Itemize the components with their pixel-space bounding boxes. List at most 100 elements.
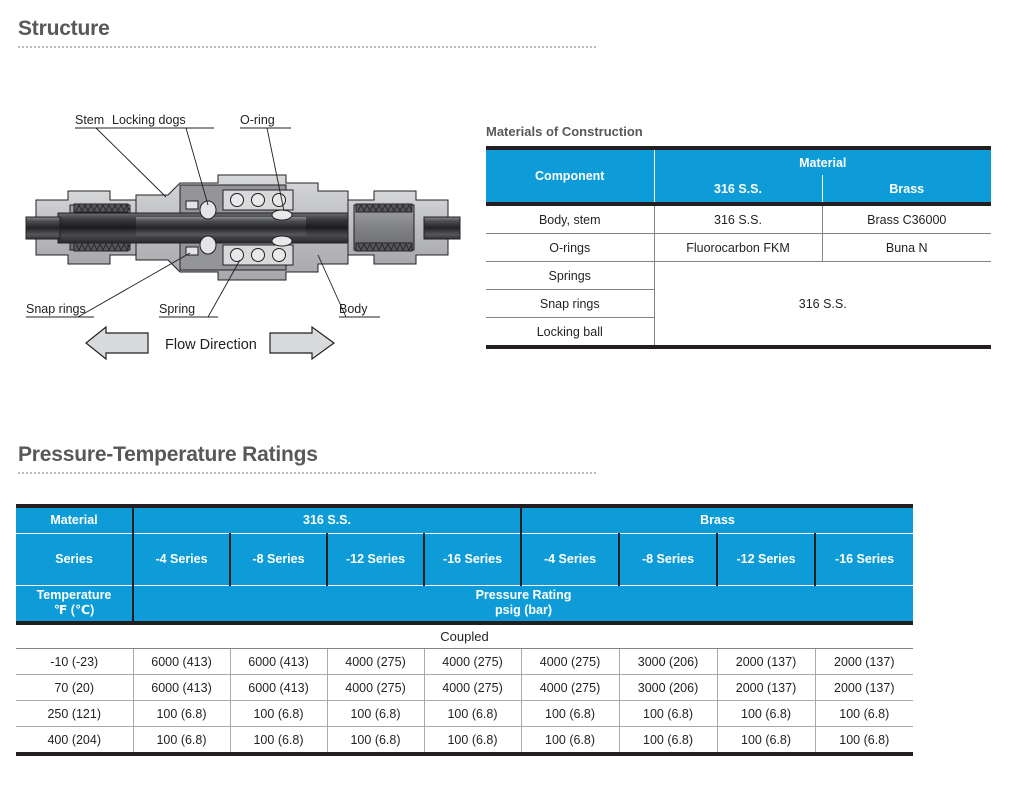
table-row: 400 (204) 100 (6.8) 100 (6.8) 100 (6.8) …: [16, 726, 914, 756]
pt-cell-value: 100 (6.8): [618, 726, 718, 756]
pt-header-series-7: -12 Series: [716, 532, 816, 585]
pt-header-series-3: -12 Series: [326, 532, 424, 585]
pressure-temperature-block: Material 316 S.S. Brass Series -4 Series…: [16, 504, 914, 756]
materials-cell-component: O-rings: [486, 233, 655, 262]
pt-header-temperature-label: Temperature ℉ (℃): [16, 584, 133, 623]
materials-header-component: Component: [486, 146, 654, 204]
pt-cell-value: 6000 (413): [132, 674, 230, 701]
pt-cell-value: 2000 (137): [814, 648, 914, 675]
pt-cell-value: 4000 (275): [423, 648, 522, 675]
pt-header-group-316ss: 316 S.S.: [131, 504, 522, 533]
pt-cell-temperature: 70 (20): [16, 674, 133, 701]
materials-cell-component: Body, stem: [486, 202, 655, 234]
pt-cell-value: 4000 (275): [326, 674, 424, 701]
materials-cell-ss: Fluorocarbon FKM: [654, 233, 822, 262]
structure-section-header: Structure: [18, 16, 596, 48]
ratings-section-header: Pressure-Temperature Ratings: [18, 442, 596, 474]
pt-rating-line1: Pressure Rating: [475, 588, 572, 603]
pt-cell-value: 3000 (206): [618, 674, 718, 701]
materials-header-brass: Brass: [821, 175, 991, 204]
materials-table-title: Materials of Construction: [486, 124, 643, 139]
materials-table: Component Material 316 S.S. Brass Body, …: [486, 146, 991, 349]
callout-stem: Stem: [75, 113, 104, 127]
pt-header-pressure-rating: Pressure Rating psig (bar): [131, 584, 914, 623]
table-row: O-rings Fluorocarbon FKM Buna N: [486, 233, 991, 262]
flow-arrow-right: [269, 325, 336, 361]
pt-cell-value: 100 (6.8): [520, 726, 620, 756]
pt-cell-value: 6000 (413): [229, 648, 327, 675]
coupling-diagram: Stem Locking dogs O-ring Snap rings Spri…: [18, 105, 468, 370]
table-row: Body, stem 316 S.S. Brass C36000: [486, 202, 991, 234]
heading-dotted-rule: [18, 44, 596, 48]
pt-rating-line2: psig (bar): [495, 603, 552, 618]
pt-cell-temperature: -10 (-23): [16, 648, 133, 675]
callout-snap-rings: Snap rings: [26, 302, 86, 316]
pt-cell-value: 100 (6.8): [716, 726, 816, 756]
pt-header-series-row: Series -4 Series -8 Series -12 Series -1…: [16, 532, 914, 585]
pt-cell-value: 100 (6.8): [229, 700, 327, 727]
pt-cell-value: 100 (6.8): [132, 700, 230, 727]
materials-header-material: Material: [653, 146, 991, 175]
pt-cell-value: 100 (6.8): [814, 700, 914, 727]
pt-cell-value: 100 (6.8): [423, 726, 522, 756]
pt-cell-value: 6000 (413): [132, 648, 230, 675]
pt-cell-value: 100 (6.8): [326, 726, 424, 756]
pt-header-material-row: Material 316 S.S. Brass: [16, 504, 914, 533]
heading-dotted-rule-2: [18, 470, 596, 474]
pt-cell-temperature: 400 (204): [16, 726, 133, 756]
pt-cell-value: 100 (6.8): [716, 700, 816, 727]
pt-header-series-4: -16 Series: [422, 532, 522, 585]
pt-cell-value: 100 (6.8): [423, 700, 522, 727]
pt-header-material-label: Material: [16, 504, 133, 533]
pt-header-series-label: Series: [16, 532, 133, 585]
pressure-temperature-table: Material 316 S.S. Brass Series -4 Series…: [16, 504, 914, 756]
pt-header-series-2: -8 Series: [229, 532, 327, 585]
table-row: Springs 316 S.S.: [486, 261, 991, 349]
pt-cell-value: 100 (6.8): [326, 700, 424, 727]
table-row: 70 (20) 6000 (413) 6000 (413) 4000 (275)…: [16, 674, 914, 701]
pt-cell-value: 4000 (275): [520, 648, 620, 675]
pt-cell-value: 4000 (275): [423, 674, 522, 701]
pt-coupled-row: Coupled: [16, 621, 914, 649]
materials-cell-merged-316ss: 316 S.S.: [654, 261, 991, 349]
materials-cell-brass: Brass C36000: [821, 202, 991, 234]
pt-cell-value: 2000 (137): [716, 648, 816, 675]
materials-cell-component: Snap rings: [486, 289, 655, 318]
materials-cell-brass: Buna N: [821, 233, 991, 262]
pt-cell-value: 4000 (275): [520, 674, 620, 701]
materials-of-construction-block: Materials of Construction Component Mate…: [486, 124, 991, 349]
table-row: 250 (121) 100 (6.8) 100 (6.8) 100 (6.8) …: [16, 700, 914, 727]
pt-header-rating-row: Temperature ℉ (℃) Pressure Rating psig (…: [16, 584, 914, 623]
pt-cell-value: 6000 (413): [229, 674, 327, 701]
callout-locking-dogs: Locking dogs: [112, 113, 186, 127]
pt-header-series-8: -16 Series: [814, 532, 914, 585]
pt-header-series-1: -4 Series: [132, 532, 230, 585]
pt-cell-value: 2000 (137): [716, 674, 816, 701]
pt-cell-value: 100 (6.8): [814, 726, 914, 756]
pt-header-series-6: -8 Series: [618, 532, 718, 585]
pt-cell-value: 100 (6.8): [520, 700, 620, 727]
callout-body: Body: [339, 302, 368, 316]
materials-cell-ss: 316 S.S.: [654, 202, 822, 234]
pt-header-group-brass: Brass: [520, 504, 914, 533]
pt-group-label-coupled: Coupled: [16, 621, 914, 649]
callout-spring: Spring: [159, 302, 195, 316]
page-title-structure: Structure: [18, 17, 110, 40]
pt-cell-value: 100 (6.8): [618, 700, 718, 727]
materials-cell-component: Springs: [486, 261, 655, 290]
table-row: Locking ball: [486, 317, 991, 349]
materials-cell-component: Locking ball: [486, 317, 655, 349]
callout-oring: O-ring: [240, 113, 275, 127]
table-row: Snap rings: [486, 289, 991, 318]
pt-cell-value: 100 (6.8): [132, 726, 230, 756]
materials-header-316ss: 316 S.S.: [653, 175, 822, 204]
pt-cell-value: 2000 (137): [814, 674, 914, 701]
pt-cell-temperature: 250 (121): [16, 700, 133, 727]
page-title-ratings: Pressure-Temperature Ratings: [18, 443, 318, 466]
pt-temperature-line1: Temperature: [36, 588, 112, 603]
pt-temperature-line2: ℉ (℃): [53, 603, 95, 618]
pt-cell-value: 100 (6.8): [229, 726, 327, 756]
table-row: -10 (-23) 6000 (413) 6000 (413) 4000 (27…: [16, 648, 914, 675]
flow-direction-label: Flow Direction: [165, 337, 257, 353]
